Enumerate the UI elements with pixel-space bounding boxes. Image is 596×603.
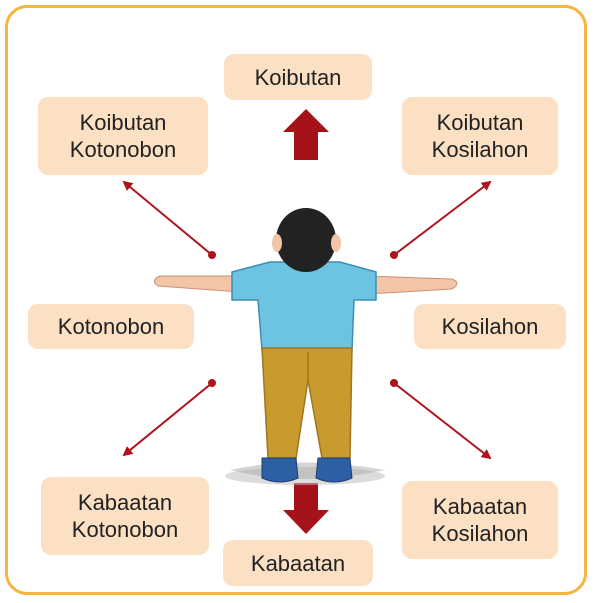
label-up-right-line1: Koibutan: [436, 110, 524, 135]
label-down-right-line2: Kosilahon: [431, 521, 529, 546]
label-up: Koibutan: [224, 54, 372, 100]
label-down-right-line1: Kabaatan: [432, 494, 528, 519]
label-right: Kosilahon: [414, 304, 566, 349]
label-up-right-line2: Kosilahon: [431, 137, 529, 162]
label-down: Kabaatan: [223, 540, 373, 586]
arrow-up-icon: [283, 109, 329, 160]
label-right-text: Kosilahon: [441, 314, 539, 339]
arrow-down-icon: [283, 483, 329, 534]
label-down-right: Kabaatan Kosilahon: [402, 481, 558, 559]
label-down-left-line1: Kabaatan: [77, 490, 173, 515]
label-up-left-line2: Kotonobon: [69, 137, 177, 162]
label-down-left: Kabaatan Kotonobon: [41, 477, 209, 555]
label-up-text: Koibutan: [254, 64, 342, 90]
label-up-right: Koibutan Kosilahon: [402, 97, 558, 175]
label-down-text: Kabaatan: [250, 550, 346, 576]
arrow-up-left-icon: [122, 180, 216, 259]
label-up-left-line1: Koibutan: [79, 110, 167, 135]
child-figure: [154, 208, 458, 485]
arrow-down-right-icon: [390, 379, 492, 460]
label-down-left-line2: Kotonobon: [71, 517, 179, 542]
label-left: Kotonobon: [28, 304, 194, 349]
label-up-left: Koibutan Kotonobon: [38, 97, 208, 175]
label-left-text: Kotonobon: [57, 314, 165, 339]
arrow-up-right-icon: [390, 180, 492, 259]
arrow-down-left-icon: [122, 379, 216, 457]
